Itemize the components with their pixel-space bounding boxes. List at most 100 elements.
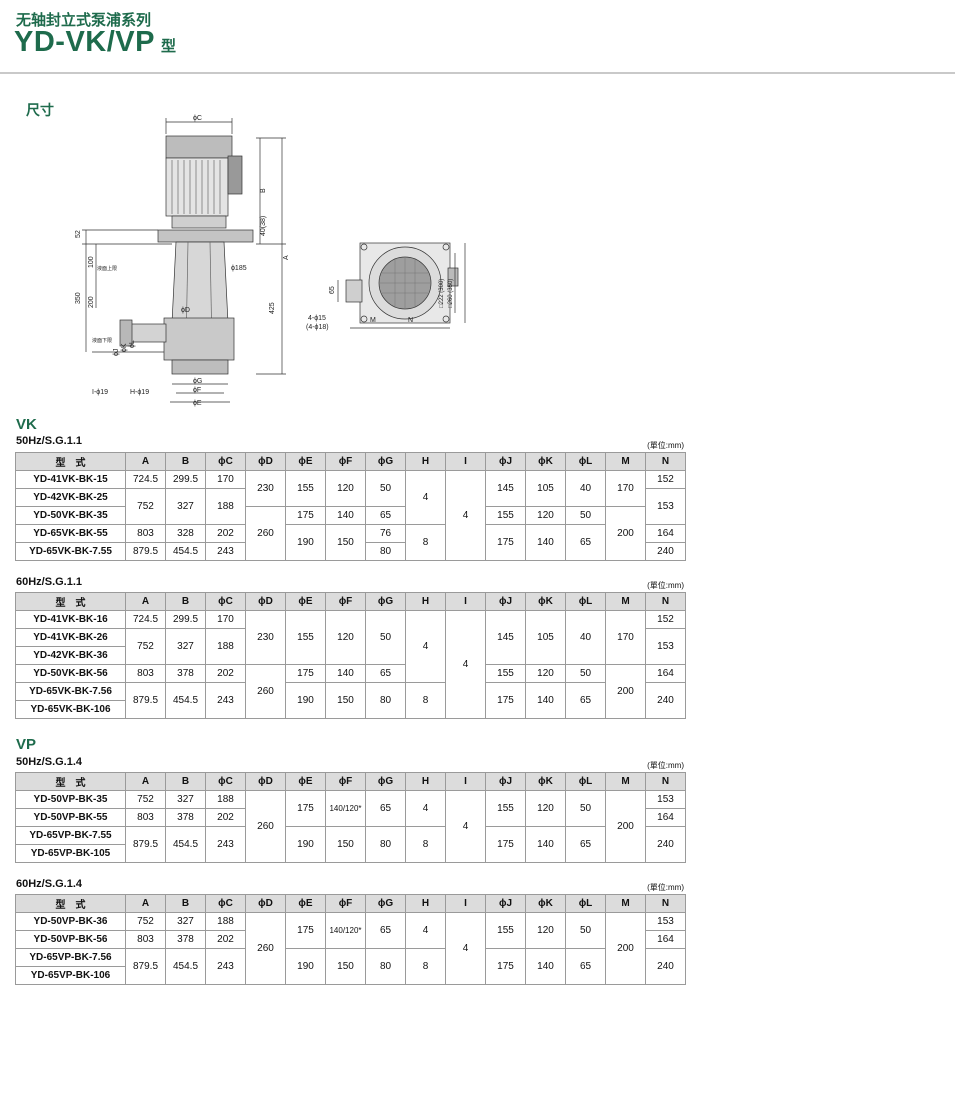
col-f: ϕF [325,452,366,471]
cell-l: 65 [565,826,606,863]
vp-60-unit: (單位:mm) [647,883,684,892]
cell-c: 188 [205,790,246,809]
col-l: ϕL [565,592,606,611]
cell-e: 155 [285,470,326,507]
col-k: ϕK [525,592,566,611]
cell-a: 803 [125,524,166,543]
cell-n: 152 [645,610,686,629]
side-view-terminal [447,267,459,287]
model-cell: YD-41VK-BK-15 [15,470,126,489]
cell-n: 240 [645,542,686,561]
cell-m: 200 [605,506,646,561]
cell-b: 328 [165,524,206,543]
col-b: B [165,592,206,611]
cell-n: 240 [645,948,686,985]
cell-a: 752 [125,790,166,809]
label-phi-d: ϕD [181,307,190,314]
cell-e: 175 [285,506,326,525]
col-a: A [125,772,166,791]
cell-l: 50 [565,506,606,525]
cell-m: 200 [605,664,646,719]
col-e: ϕE [285,592,326,611]
cell-b: 327 [165,628,206,665]
table-row: YD-65VP-BK-106 [15,966,686,985]
cell-c: 202 [205,524,246,543]
cell-c: 188 [205,628,246,665]
cell-m: 170 [605,610,646,665]
cell-h: 4 [405,790,446,827]
cell-l: 65 [565,682,606,719]
cell-f: 120 [325,610,366,665]
cell-i: 4 [445,470,486,561]
col-e: ϕE [285,772,326,791]
table-row: YD-50VP-BK-56 803 378 202 164 [15,930,686,949]
cell-b: 299.5 [165,470,206,489]
label-100: 100 [88,256,95,268]
model-cell: YD-65VK-BK-7.55 [15,542,126,561]
cell-k: 140 [525,682,566,719]
cell-b: 378 [165,808,206,827]
label-phi-c: ϕC [193,115,202,122]
cell-i: 4 [445,610,486,719]
suction-inlet [171,359,229,375]
vk-50-unit: (單位:mm) [647,441,684,450]
cell-j: 175 [485,682,526,719]
label-425: 425 [269,302,276,314]
cell-c: 243 [205,826,246,863]
col-model: 型 式 [15,452,126,471]
cell-d: 260 [245,790,286,863]
vk-section-title: VK [16,416,37,433]
col-b: B [165,772,206,791]
model-cell: YD-65VK-BK-55 [15,524,126,543]
side-view-pipe [345,279,363,303]
cell-j: 155 [485,790,526,827]
cell-a: 724.5 [125,470,166,489]
cell-e: 190 [285,682,326,719]
label-m: M [370,317,376,324]
cell-a: 752 [125,488,166,525]
motor-bracket [171,215,227,229]
label-65: 65 [329,286,336,294]
cell-b: 299.5 [165,610,206,629]
cell-b: 454.5 [165,682,206,719]
col-model: 型 式 [15,894,126,913]
cell-d: 230 [245,470,286,507]
cell-h: 8 [405,826,446,863]
col-h: H [405,894,446,913]
cell-c: 170 [205,470,246,489]
col-n: N [645,894,686,913]
model-cell: YD-42VK-BK-25 [15,488,126,507]
col-b: B [165,894,206,913]
label-b: B [260,188,267,193]
vk-60-condition: 60Hz/S.G.1.1 [16,576,83,588]
label-phi-f: ϕF [193,387,201,394]
cell-j: 175 [485,524,526,561]
model-cell: YD-65VP-BK-7.56 [15,948,126,967]
cell-f: 150 [325,948,366,985]
col-d: ϕD [245,772,286,791]
label-sq260: □260 (350) [448,279,454,308]
cell-l: 50 [565,790,606,827]
model-cell: YD-65VP-BK-106 [15,966,126,985]
cell-h: 4 [405,470,446,525]
table-row: YD-50VP-BK-55 803 378 202 164 [15,808,686,827]
cell-m: 200 [605,790,646,863]
label-phi-j: ϕJ [113,349,120,356]
cell-m: 170 [605,470,646,507]
cell-c: 202 [205,664,246,683]
table-row: YD-42VK-BK-25 752 327 188 153 [15,488,686,525]
col-d: ϕD [245,592,286,611]
cell-h: 4 [405,912,446,949]
cell-c: 188 [205,488,246,525]
cell-f: 150 [325,682,366,719]
cell-d: 260 [245,506,286,561]
cell-g: 80 [365,682,406,719]
label-forty: 40(38) [260,216,267,236]
cell-j: 175 [485,826,526,863]
table-row: YD-50VP-BK-36 752 327 188 260 175 140/12… [15,912,686,985]
cell-j: 155 [485,912,526,949]
table-row: YD-50VK-BK-35 260 175 140 65 155 120 50 … [15,506,686,561]
